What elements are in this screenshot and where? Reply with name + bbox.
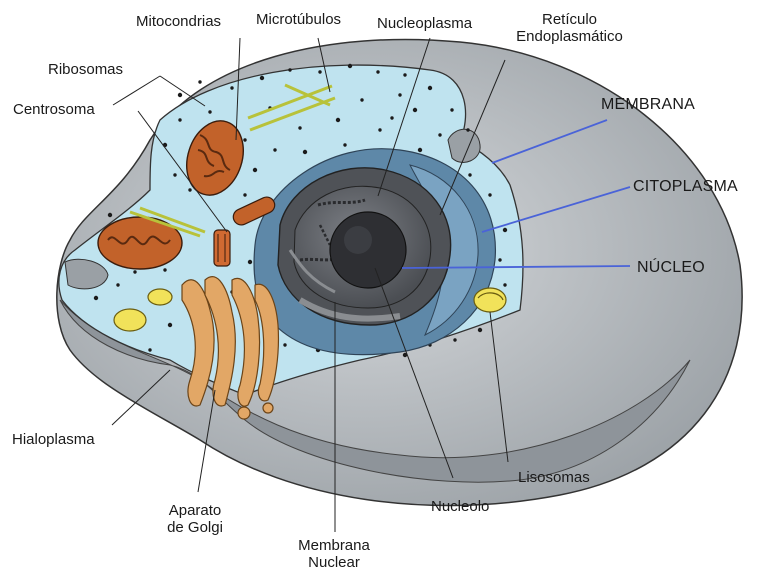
centrosome [214, 230, 230, 266]
label-mitocondrias: Mitocondrias [136, 13, 221, 30]
ribosome-dot [378, 128, 381, 131]
label-aparato-line2: de Golgi [150, 519, 240, 536]
ribosome-dot [376, 70, 379, 73]
ribosome-dot [478, 328, 482, 332]
nucleolus [330, 212, 406, 288]
ribosome-dot [336, 118, 340, 122]
label-membrana-nuclear: Membrana Nuclear [284, 537, 384, 571]
ribosome-dot [230, 86, 233, 89]
label-membrana-nuclear-line2: Nuclear [284, 554, 384, 571]
label-nucleolo: Nucleolo [431, 498, 489, 515]
ribosome-dot [173, 173, 176, 176]
ribosome-dot [168, 323, 172, 327]
ribosome-dot [253, 168, 257, 172]
ribosome-dot [260, 76, 264, 80]
ribosome-dot [488, 193, 491, 196]
ribosome-dot [360, 98, 363, 101]
ribosome-dot [343, 143, 346, 146]
label-microtubulos: Microtúbulos [256, 11, 341, 28]
ribosome-dot [243, 193, 246, 196]
ribosome-dot [466, 128, 469, 131]
label-reticulo-endoplasmatico: Retículo Endoplasmático [497, 11, 642, 45]
label-membrana-nuclear-line1: Membrana [284, 537, 384, 554]
label-membrana: MEMBRANA [601, 96, 695, 113]
label-reticulo-line1: Retículo [497, 11, 642, 28]
ribosome-dot [453, 338, 456, 341]
nucleolus-highlight [344, 226, 372, 254]
ribosome-dot [243, 138, 246, 141]
label-nucleo: NÚCLEO [637, 259, 705, 276]
ribosome-dot [273, 148, 276, 151]
ribosome-dot [133, 270, 136, 273]
ribosome-dot [163, 268, 166, 271]
ribosome-dot [413, 108, 417, 112]
ribosome-dot [468, 173, 471, 176]
ribosome-dot [298, 126, 301, 129]
ribosome-dot [178, 118, 181, 121]
ribosome-dot [116, 283, 119, 286]
ribosome-dot [188, 188, 191, 191]
ribosome-dot [403, 73, 406, 76]
label-aparato-line1: Aparato [150, 502, 240, 519]
ribosome-dot [303, 150, 307, 154]
ribosome-dot [208, 110, 211, 113]
label-ribosomas: Ribosomas [48, 61, 123, 78]
ribosome-dot [438, 133, 441, 136]
label-lisosomas: Lisosomas [518, 469, 590, 486]
ribosome-dot [148, 348, 151, 351]
ribosome-dot [94, 296, 98, 300]
label-reticulo-line2: Endoplasmático [497, 28, 642, 45]
ribosome-dot [288, 68, 291, 71]
ribosome-dot [348, 64, 352, 68]
ribosome-dot [450, 108, 453, 111]
label-aparato-de-golgi: Aparato de Golgi [150, 502, 240, 536]
ribosome-dot [248, 260, 252, 264]
ribosome-dot [503, 283, 506, 286]
label-citoplasma: CITOPLASMA [633, 178, 738, 195]
ribosome-dot [503, 228, 507, 232]
ribosome-dot [178, 93, 182, 97]
ribosome-dot [418, 148, 422, 152]
ribosome-dot [498, 258, 501, 261]
ribosome-dot [428, 86, 432, 90]
ribosome-dot [283, 343, 286, 346]
ribosome-dot [318, 70, 321, 73]
label-centrosoma: Centrosoma [13, 101, 95, 118]
label-hialoplasma: Hialoplasma [12, 431, 95, 448]
ribosome-dot [108, 213, 112, 217]
ribosome-dot [398, 93, 401, 96]
ribosome-dot [198, 80, 201, 83]
label-nucleoplasma: Nucleoplasma [377, 15, 472, 32]
ribosome-dot [390, 116, 393, 119]
